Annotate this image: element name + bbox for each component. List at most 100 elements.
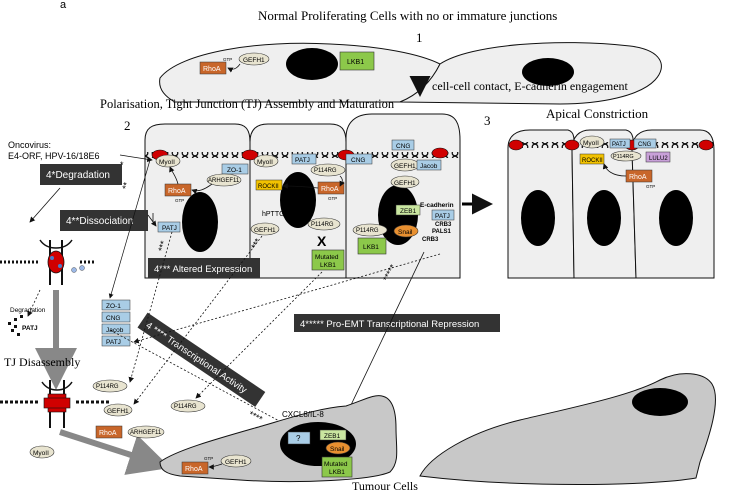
gtp-label: GTP (646, 184, 655, 189)
myoii-oval (253, 154, 279, 168)
tj-strand (431, 147, 449, 159)
gtp-label: GTP (175, 198, 184, 203)
zo1-label: ZO-1 (227, 167, 242, 174)
stage1-title: Normal Proliferating Cells with no or im… (258, 8, 557, 23)
stack-item-label: CNG (106, 315, 120, 322)
cng-label: CNG (396, 143, 410, 150)
p114rg-oval (92, 379, 128, 393)
gtp-label: GTP (328, 196, 337, 201)
figure-label: a (60, 0, 67, 11)
patj-fragments-label: PATJ (22, 325, 38, 332)
lulu2-box (645, 151, 671, 163)
p114rg-label: P114RG (613, 154, 634, 160)
stage1-cell-right (399, 42, 662, 105)
lkb1-label: LKB1 (347, 59, 364, 66)
patj-label: PATJ (162, 225, 177, 232)
tumour-cell-right (419, 373, 716, 485)
nucleus (521, 190, 555, 246)
rhoa-label: RhoA (629, 174, 647, 181)
lulu2-label: LULU2 (649, 156, 668, 162)
p114rg-oval (307, 217, 341, 231)
dissociation-arrow (147, 214, 157, 227)
stack-item (101, 335, 131, 347)
nucleus (587, 190, 621, 246)
jacob-box (416, 159, 442, 171)
ecadherin-label: E-cadherin (420, 202, 454, 209)
repression-box (294, 314, 500, 332)
tj-disassembly-label: TJ Disassembly (4, 355, 80, 369)
rhoa-to-rock-arrow (602, 163, 627, 177)
crb3-label: CRB3 (435, 222, 452, 228)
patj-box (157, 221, 181, 233)
p114rg-released-2: P114RG (174, 404, 197, 410)
rhoa-released: RhoA (99, 430, 117, 437)
stage2-number: 2 (124, 118, 131, 133)
hpttg1-label: hPTTG1 (262, 211, 289, 218)
degradation-dashed-arrow (27, 289, 41, 317)
rhoa-label: RhoA (185, 466, 203, 473)
cng-box (633, 138, 657, 149)
crb3-label-2: CRB3 (422, 237, 439, 243)
stage3-number: 3 (484, 113, 491, 128)
p114rg-label-2: P114RG (311, 222, 334, 228)
rock-label: ROCKII (258, 184, 279, 190)
cng-box (391, 139, 415, 151)
gefh1-oval (103, 403, 133, 417)
gefh1-oval (220, 454, 252, 468)
gefh1-label: GEFH1 (394, 163, 416, 170)
cell-to-stack-arrow (133, 253, 441, 344)
snail-label: Snail (330, 446, 345, 453)
cng-label: CNG (351, 157, 365, 164)
gtp-label: GTP (204, 456, 213, 461)
transition-label: cell-cell contact, E-cadherin engagement (432, 79, 629, 93)
unknown-factor-box (287, 431, 311, 445)
nucleus (182, 192, 218, 252)
stack-item (101, 311, 131, 323)
zeb1-label: ZEB1 (324, 433, 341, 440)
stack-item-label: PATJ (106, 339, 121, 346)
degradation-box-label: 4*Degradation (46, 170, 110, 181)
patj-box (291, 153, 317, 165)
jacob-label: Jacob (420, 163, 438, 170)
gefh1-altered-arrow (133, 235, 263, 405)
disrupted-junction (0, 239, 96, 285)
myoii-label: MyoII (159, 159, 175, 166)
degradation-box (40, 164, 122, 185)
tumour-cells-label: Tumour Cells (352, 479, 418, 492)
gefh1-oval (390, 175, 420, 189)
tumour-grey-arrow (59, 429, 171, 475)
zeb1-box (395, 204, 421, 216)
unknown-factor-label: ? (296, 434, 301, 443)
zeb1-box (319, 429, 347, 441)
snail-label: Snail (398, 229, 413, 236)
dissociation-box (60, 210, 148, 231)
oncovirus-arrow (119, 154, 153, 163)
gefh1-to-rhoa-arrow (208, 463, 223, 470)
myoii-oval (579, 135, 605, 149)
oncovirus-label: Oncovirus: (8, 140, 51, 150)
lkb1-altered-arrow (195, 271, 323, 399)
gefh1-label: GEFH1 (225, 459, 247, 466)
oncovirus-names: E4-ORF, HPV-16/18E6 (8, 151, 100, 161)
patj-box (609, 138, 631, 149)
star-3b: *** (249, 236, 263, 251)
arhgef11-to-rhoa-arrow (191, 183, 213, 195)
altered-expression-box (148, 258, 260, 278)
degradation-label: Degradation (10, 307, 46, 314)
mutated-lkb1-box (311, 249, 345, 271)
mutated-lkb1-line1: Mutated (324, 461, 348, 468)
gefh1-oval (238, 52, 270, 66)
lkb1-box (357, 237, 387, 255)
rhoa-label: RhoA (203, 66, 221, 73)
rhoa-label: RhoA (168, 188, 186, 195)
p114rg-label-3: P114RG (356, 228, 379, 234)
patj-label: PATJ (612, 142, 626, 148)
arhgef11-label: ARHGEF11 (208, 178, 240, 184)
tj-strand (241, 149, 259, 161)
patj-label: PATJ (435, 213, 450, 220)
star-2: ** (120, 181, 132, 191)
rhoa-to-myoii-arrow (169, 166, 179, 185)
stack-item (101, 323, 131, 335)
stack-item-label: ZO-1 (106, 303, 121, 310)
